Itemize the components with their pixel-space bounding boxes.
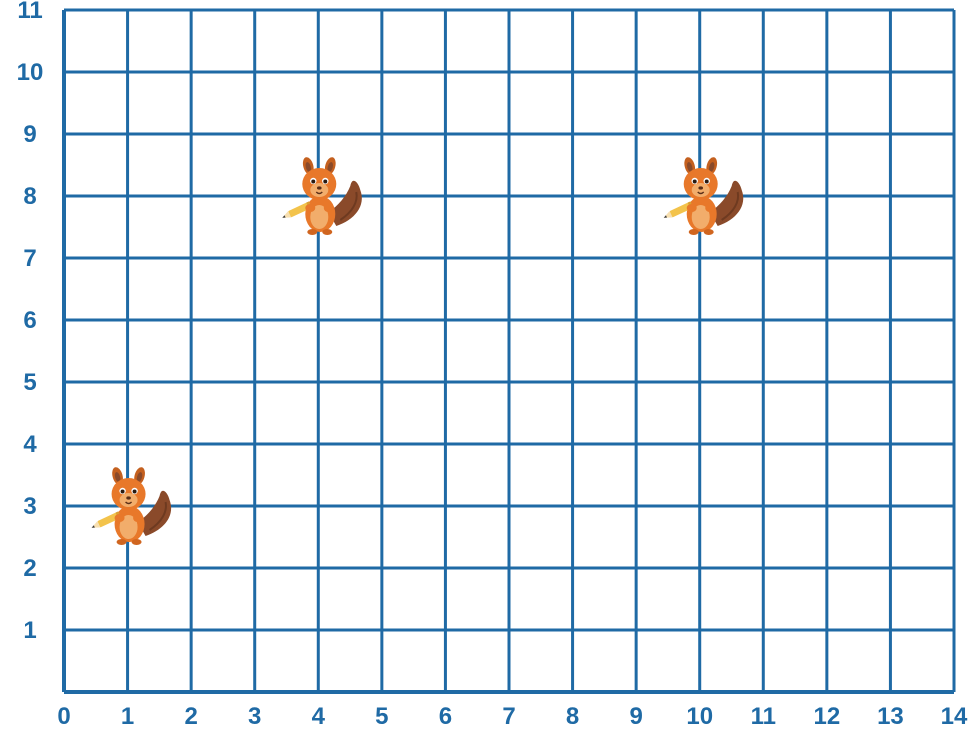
y-tick-label: 4	[23, 431, 37, 458]
y-tick-label: 10	[17, 59, 44, 86]
grid-lines	[64, 10, 954, 692]
x-tick-label: 13	[877, 703, 904, 730]
y-tick-label: 11	[17, 0, 42, 24]
x-tick-label: 12	[814, 703, 841, 730]
y-tick-label: 6	[23, 307, 36, 334]
squirrel-markers	[90, 156, 743, 545]
x-tick-label: 3	[248, 703, 261, 730]
x-tick-label: 4	[312, 703, 326, 730]
x-tick-label: 6	[439, 703, 452, 730]
x-tick-label: 8	[566, 703, 579, 730]
x-tick-label: 9	[629, 703, 642, 730]
y-tick-label: 1	[23, 617, 36, 644]
x-tick-label: 11	[751, 703, 776, 730]
x-tick-label: 14	[941, 703, 968, 730]
x-tick-label: 7	[502, 703, 515, 730]
y-tick-label: 7	[23, 245, 36, 272]
x-tick-label: 10	[686, 703, 713, 730]
x-tick-label: 0	[57, 703, 70, 730]
y-axis-tick-labels: 1 2 3 4 5 6 7 8 9 10 11	[17, 0, 44, 644]
y-tick-label: 3	[23, 493, 36, 520]
x-tick-label: 1	[121, 703, 134, 730]
y-tick-label: 5	[23, 369, 36, 396]
y-tick-label: 9	[23, 121, 36, 148]
y-tick-label: 8	[23, 183, 36, 210]
x-tick-label: 5	[375, 703, 388, 730]
x-tick-label: 2	[184, 703, 197, 730]
y-tick-label: 2	[23, 555, 36, 582]
